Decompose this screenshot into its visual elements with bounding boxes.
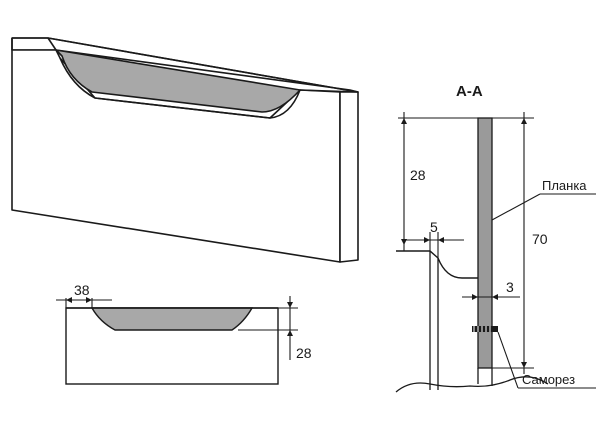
screw-label: Саморез [522, 372, 575, 387]
drawer-front-3d [11, 37, 359, 263]
panel-right-face [339, 91, 359, 263]
dim-groove-depth [238, 296, 298, 360]
dim-groove-depth-label: 28 [296, 345, 312, 361]
handle-groove-lip [59, 57, 301, 119]
plate-leader [491, 193, 596, 221]
dim-plate-thickness [462, 294, 520, 300]
dim-plate-thickness-label: 3 [506, 279, 514, 295]
dim-section-offset [404, 232, 464, 258]
plate-label: Планка [542, 178, 587, 193]
dim-section-height-label: 70 [532, 231, 548, 247]
dim-section-offset-label: 5 [430, 219, 438, 235]
section-title: A-A [456, 83, 483, 100]
screw-leader [497, 331, 596, 389]
section-facade-profile [396, 250, 478, 279]
dim-section-height [492, 112, 534, 374]
handle-groove [55, 49, 301, 113]
section-plank [477, 117, 493, 369]
section-break-line [395, 376, 549, 393]
groove-start-edge [47, 37, 57, 51]
dim-groove-width-label: 38 [74, 282, 90, 298]
groove-elevation [65, 307, 279, 385]
dim-section-top-label: 28 [410, 167, 426, 183]
panel-top-right-edge [299, 89, 359, 93]
dim-groove-width [56, 297, 112, 308]
screw [472, 326, 498, 332]
elevation-groove [90, 307, 254, 331]
dim-section-top [398, 112, 478, 251]
